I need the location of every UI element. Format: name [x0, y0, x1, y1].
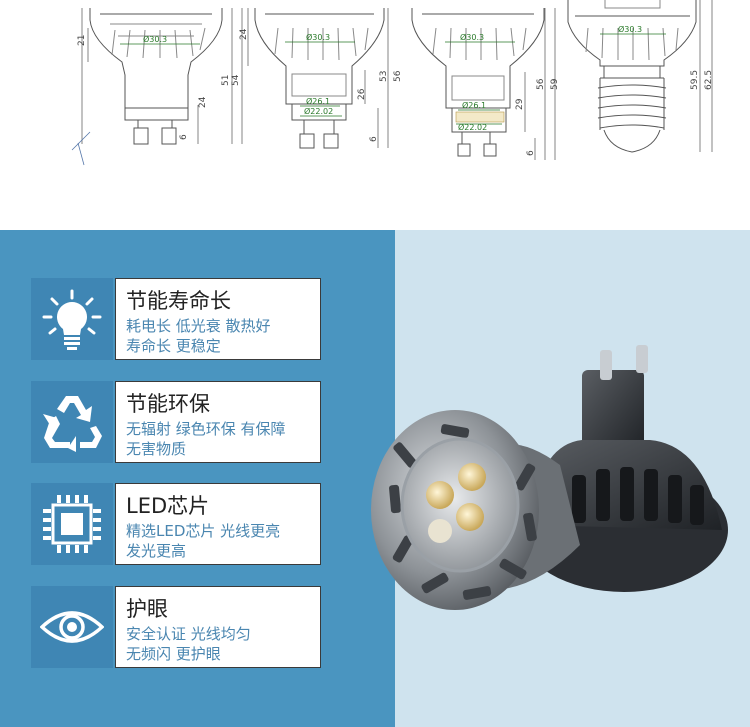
svg-text:53: 53 [379, 71, 389, 82]
feature-desc-line: 寿命长 更稳定 [126, 337, 221, 355]
svg-text:56: 56 [393, 70, 403, 82]
svg-text:Ø26.1: Ø26.1 [462, 100, 486, 110]
feature-card-chip: LED芯片 精选LED芯片 光线更亮 发光更高 [31, 483, 321, 565]
feature-description: 耗电长 低光衰 散热好 寿命长 更稳定 [126, 316, 318, 356]
dimension-drawings: Ø30.3 21 24 6 51 54 Ø30.3 Ø26.1 Ø22.02 2… [71, 0, 714, 166]
svg-text:54: 54 [231, 74, 241, 86]
feature-desc-line: 发光更高 [126, 542, 187, 560]
feature-title: 节能环保 [126, 392, 210, 416]
svg-text:6: 6 [369, 136, 379, 142]
feature-description: 无辐射 绿色环保 有保障 无害物质 [126, 419, 318, 459]
chip-icon [43, 495, 101, 553]
svg-text:Ø22.02: Ø22.02 [304, 106, 333, 116]
svg-text:29: 29 [515, 98, 525, 110]
svg-text:56: 56 [536, 78, 546, 90]
svg-text:62.5: 62.5 [704, 70, 714, 90]
feature-icon-box [31, 381, 113, 463]
svg-text:21: 21 [77, 35, 87, 46]
feature-title: 护眼 [126, 597, 168, 621]
feature-text-box: 护眼 安全认证 光线均匀 无频闪 更护眼 [115, 586, 321, 668]
svg-text:26: 26 [357, 88, 367, 100]
svg-text:24: 24 [239, 28, 249, 40]
feature-card-eco: 节能环保 无辐射 绿色环保 有保障 无害物质 [31, 381, 321, 463]
svg-text:59: 59 [550, 78, 560, 90]
feature-icon-box [31, 586, 113, 668]
feature-description: 精选LED芯片 光线更亮 发光更高 [126, 521, 318, 561]
product-bulbs-image [371, 345, 728, 610]
feature-section: 节能寿命长 耗电长 低光衰 散热好 寿命长 更稳定 [0, 230, 750, 727]
feature-desc-line: 无辐射 绿色环保 有保障 [126, 420, 286, 438]
feature-card-eye-care: 护眼 安全认证 光线均匀 无频闪 更护眼 [31, 586, 321, 668]
svg-text:Ø30.3: Ø30.3 [618, 24, 642, 34]
feature-icon-box [31, 278, 113, 360]
svg-text:Ø30.3: Ø30.3 [460, 32, 484, 42]
feature-title: 节能寿命长 [126, 289, 231, 313]
feature-text-box: 节能寿命长 耗电长 低光衰 散热好 寿命长 更稳定 [115, 278, 321, 360]
feature-text-box: 节能环保 无辐射 绿色环保 有保障 无害物质 [115, 381, 321, 463]
feature-desc-line: 精选LED芯片 光线更亮 [126, 522, 281, 540]
svg-text:6: 6 [179, 134, 189, 140]
svg-text:Ø26.1: Ø26.1 [306, 96, 330, 106]
feature-text-box: LED芯片 精选LED芯片 光线更亮 发光更高 [115, 483, 321, 565]
eye-icon [40, 611, 104, 643]
svg-text:Ø30.3: Ø30.3 [306, 32, 330, 42]
svg-text:24: 24 [198, 96, 208, 108]
feature-description: 安全认证 光线均匀 无频闪 更护眼 [126, 624, 318, 664]
feature-title: LED芯片 [126, 494, 210, 518]
bulb-icon [42, 289, 102, 350]
feature-desc-line: 无频闪 更护眼 [126, 645, 221, 663]
feature-card-longevity: 节能寿命长 耗电长 低光衰 散热好 寿命长 更稳定 [31, 278, 321, 360]
feature-desc-line: 耗电长 低光衰 散热好 [126, 317, 271, 335]
feature-desc-line: 安全认证 光线均匀 [126, 625, 251, 643]
svg-text:Ø22.02: Ø22.02 [458, 122, 487, 132]
svg-text:6: 6 [526, 150, 536, 156]
svg-text:51: 51 [221, 75, 231, 86]
svg-text:59.5: 59.5 [690, 70, 700, 90]
recycle-icon [43, 396, 102, 452]
feature-desc-line: 无害物质 [126, 440, 187, 458]
feature-icon-box [31, 483, 113, 565]
svg-text:Ø30.3: Ø30.3 [143, 34, 167, 44]
